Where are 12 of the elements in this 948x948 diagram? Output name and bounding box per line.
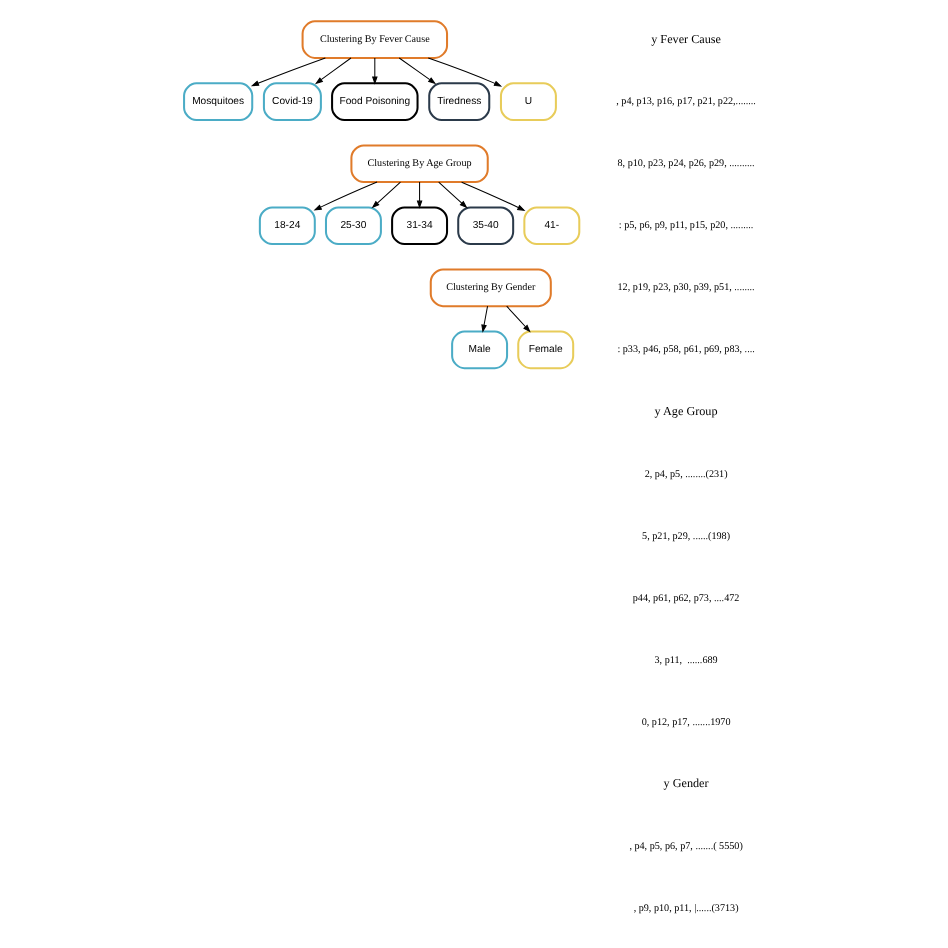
arrow: [398, 57, 437, 85]
arrow: [371, 57, 378, 85]
arrow: [506, 305, 531, 333]
arrow: [427, 57, 503, 87]
arrow: [461, 181, 526, 211]
arrow: [416, 181, 423, 209]
arrow: [371, 181, 401, 209]
arrow: [313, 181, 378, 211]
arrow: [314, 57, 352, 85]
arrow: [250, 57, 326, 87]
arrow: [438, 181, 468, 209]
arrow: [481, 305, 489, 333]
